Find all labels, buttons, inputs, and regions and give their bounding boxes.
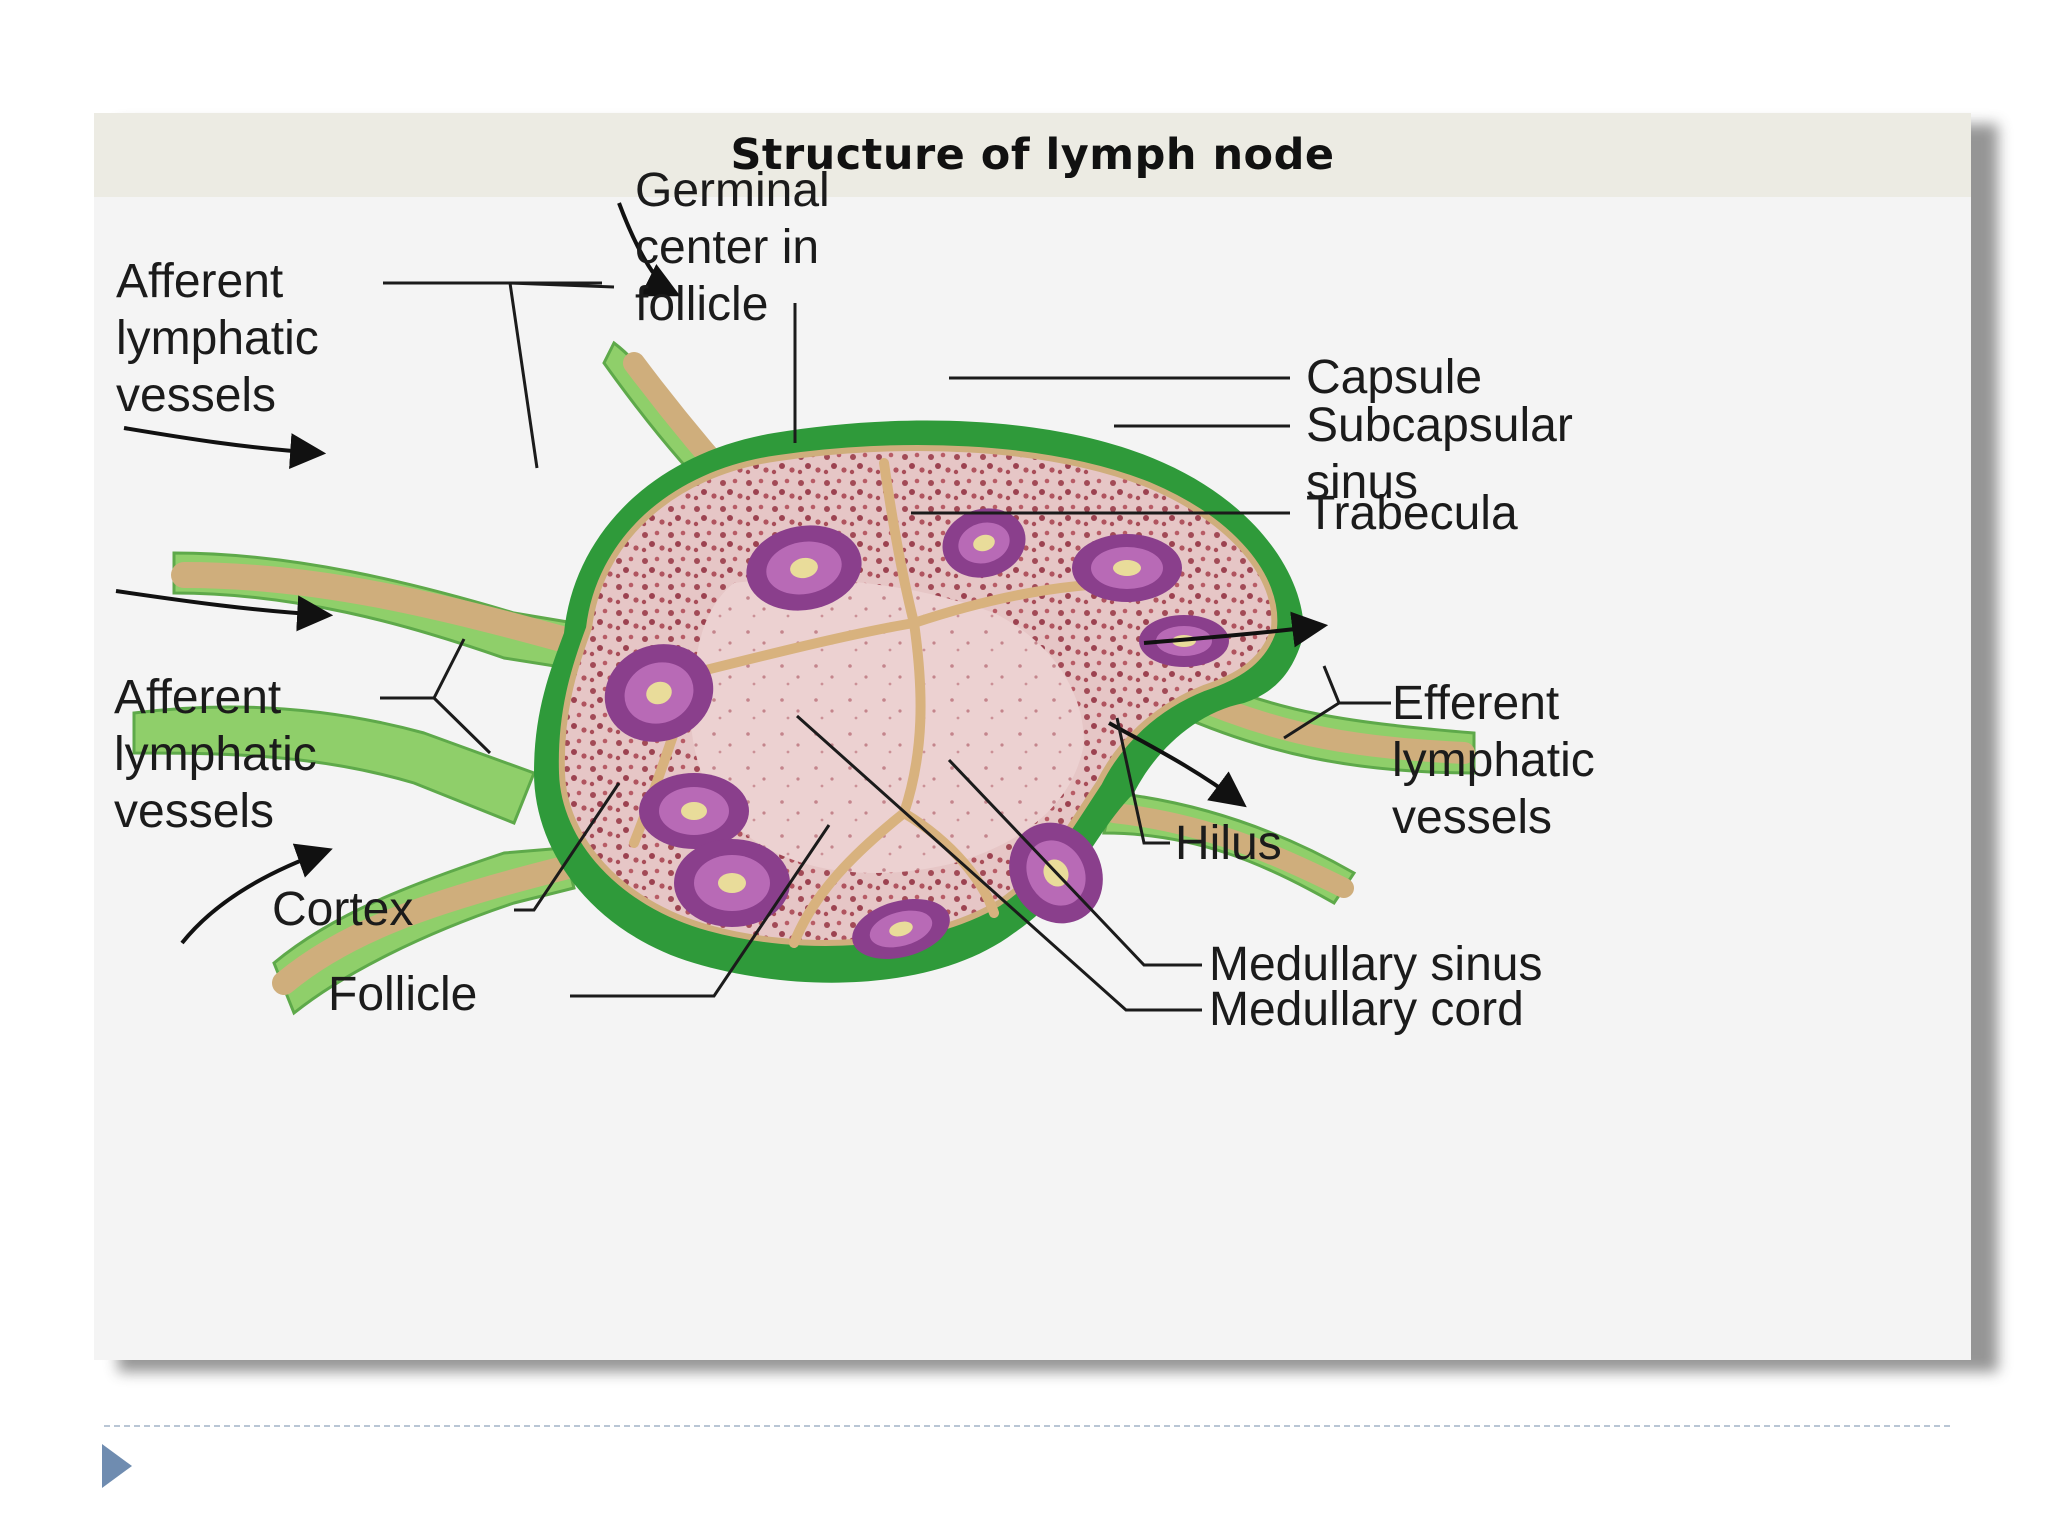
label-trabecula: Trabecula bbox=[1306, 487, 1518, 540]
slide-divider bbox=[104, 1425, 1950, 1427]
label-follicle: Follicle bbox=[328, 968, 478, 1021]
figure-title: Structure of lymph node bbox=[730, 130, 1335, 180]
afferent-vessels bbox=[132, 340, 787, 1016]
leader-lines bbox=[380, 281, 1391, 1012]
label-medullary-cord: Medullary cord bbox=[1209, 983, 1524, 1036]
flow-arrows bbox=[115, 202, 1329, 945]
label-subcapsular-sinus: Subcapsular sinus bbox=[1306, 399, 1573, 509]
lymph-node-figure: Structure of lymph node bbox=[94, 113, 1971, 1360]
label-cortex: Cortex bbox=[272, 883, 414, 936]
label-capsule: Capsule bbox=[1306, 351, 1483, 404]
figure-title-bar: Structure of lymph node bbox=[94, 113, 1971, 197]
label-germinal-center: Germinal center in follicle bbox=[635, 164, 830, 331]
label-hilus: Hilus bbox=[1175, 817, 1282, 870]
lymph-node-illustration bbox=[115, 202, 1476, 1016]
label-efferent-vessels: Efferent lymphatic vessels bbox=[1392, 677, 1595, 844]
label-medullary-sinus: Medullary sinus bbox=[1209, 938, 1543, 991]
follicles bbox=[604, 508, 1229, 959]
label-afferent-vessels-bottom: Afferent lymphatic vessels bbox=[114, 671, 317, 838]
label-afferent-vessels-top: Afferent lymphatic vessels bbox=[116, 255, 319, 422]
triangle-bullet-icon bbox=[102, 1444, 132, 1488]
